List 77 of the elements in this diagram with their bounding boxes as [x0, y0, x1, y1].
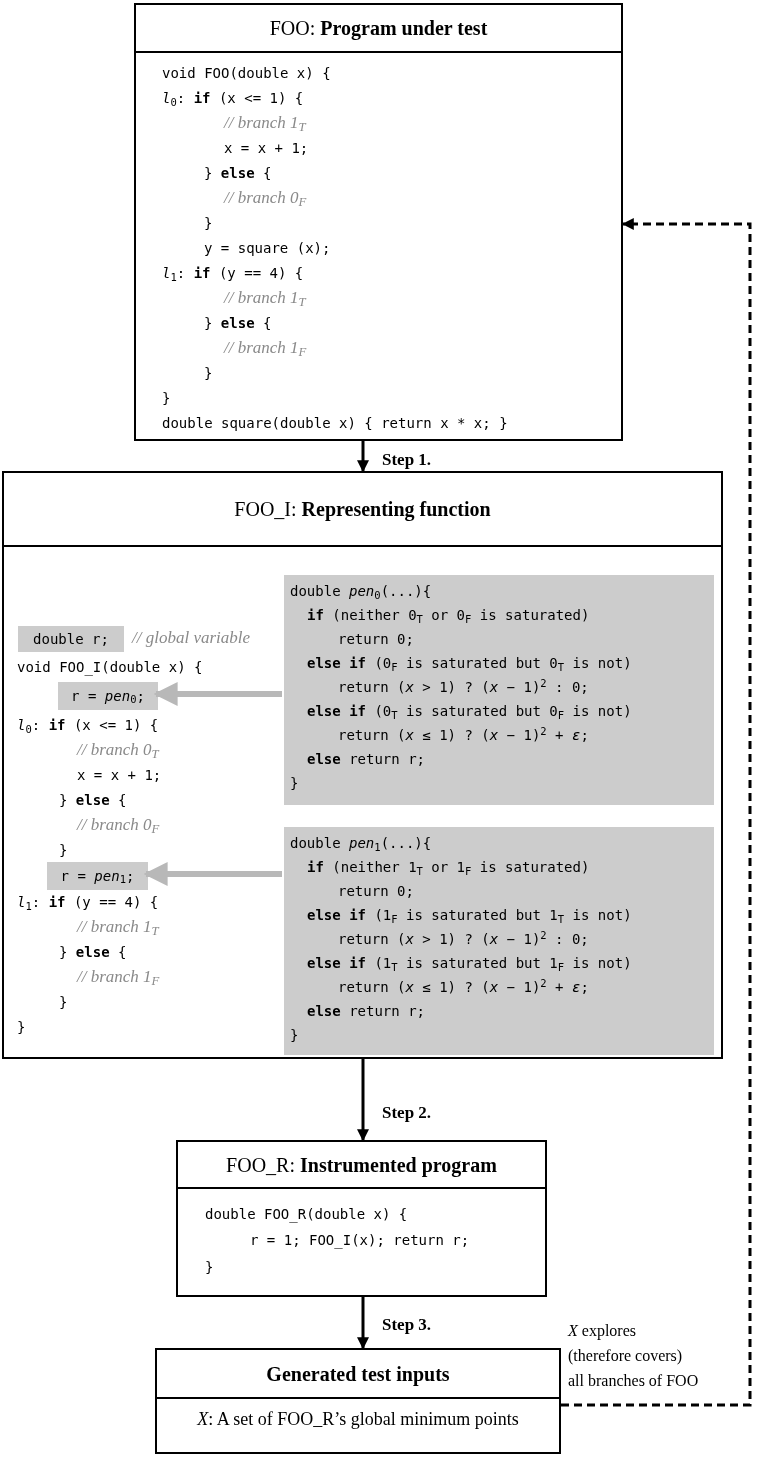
code-line: else return r;	[307, 1003, 425, 1019]
code-line: } else {	[204, 315, 272, 331]
code-comment: // branch 1$_{T}$	[77, 917, 159, 936]
program-box	[176, 1140, 547, 1297]
code-comment: // branch 0$_{F}$	[224, 188, 307, 207]
code-panel	[284, 827, 714, 1055]
code-line: }	[290, 775, 299, 791]
code-line: l$_{0}$: if (x <= 1) {	[162, 90, 304, 106]
edge-label: Step 3.	[382, 1314, 432, 1336]
arrow	[143, 862, 282, 886]
code-text: r = pen$_{1}$;	[60, 866, 135, 887]
code-line: else return r;	[307, 751, 425, 767]
code-line: void FOO(double x) {	[162, 65, 331, 81]
highlighted-code	[18, 626, 124, 652]
code-line: return (x > 1) ? (x − 1)$^{2}$ : 0;	[338, 931, 589, 947]
box-heading: FOO_R: Instrumented program	[226, 1152, 497, 1179]
code-line: }	[59, 994, 68, 1010]
box-heading: FOO_I: Representing function	[234, 497, 491, 523]
code-line: else if (0$_{F}$ is saturated but 0$_{T}$ is not)	[307, 655, 632, 671]
code-comment: // branch 1$_{T}$	[224, 288, 306, 307]
code-line: x = x + 1;	[77, 767, 162, 783]
code-line: } else {	[59, 792, 127, 808]
code-line: double pen$_{1}$(...){	[290, 835, 432, 851]
code-line: }	[204, 215, 213, 231]
code-line: }	[205, 1259, 214, 1275]
code-line: return (x ≤ 1) ? (x − 1)$^{2}$ + ε;	[338, 727, 589, 743]
box-heading: Generated test inputs	[266, 1361, 450, 1388]
code-line: }	[162, 390, 171, 406]
result-description: X: A set of FOO_R’s global minimum points	[197, 1409, 519, 1429]
code-line: else if (1$_{F}$ is saturated but 1$_{T}$ is not)	[307, 907, 632, 923]
code-comment: // global variable	[132, 628, 251, 647]
code-line: x = x + 1;	[224, 140, 309, 156]
code-line: } else {	[204, 165, 272, 181]
arrow	[153, 682, 282, 706]
dashed-arrow	[561, 218, 752, 1407]
code-line: }	[204, 365, 213, 381]
code-line: l$_{1}$: if (y == 4) {	[162, 265, 304, 281]
code-comment: // branch 1$_{F}$	[77, 967, 160, 986]
code-line: return 0;	[338, 631, 414, 647]
code-line: l$_{0}$: if (x <= 1) {	[17, 717, 159, 733]
code-line: return (x ≤ 1) ? (x − 1)$^{2}$ + ε;	[338, 979, 589, 995]
edge-label: X explores (therefore covers) all branches of FOO	[568, 1321, 700, 1391]
edge-label: Step 1.	[382, 449, 432, 471]
code-comment: // branch 1$_{F}$	[224, 338, 307, 357]
code-line: return (x > 1) ? (x − 1)$^{2}$ : 0;	[338, 679, 589, 695]
code-line: if (neither 0$_{T}$ or 0$_{F}$ is saturated)	[307, 607, 590, 623]
code-line: }	[290, 1027, 299, 1043]
code-line: else if (0$_{T}$ is saturated but 0$_{F}$ is not)	[307, 703, 632, 719]
code-line: if (neither 1$_{T}$ or 1$_{F}$ is saturated)	[307, 859, 590, 875]
code-line: double pen$_{0}$(...){	[290, 583, 432, 599]
code-comment: // branch 0$_{F}$	[77, 815, 160, 834]
code-line: }	[59, 842, 68, 858]
code-line: return 0;	[338, 883, 414, 899]
code-line: double square(double x) { return x * x; }	[162, 415, 508, 431]
code-line: y = square (x);	[204, 240, 331, 256]
code-text: r = pen$_{0}$;	[71, 686, 145, 707]
code-line: void FOO_I(double x) {	[17, 659, 203, 675]
code-comment: // branch 0$_{T}$	[77, 740, 159, 759]
result-box	[155, 1348, 561, 1454]
box-heading: FOO: Program under test	[269, 16, 488, 42]
edge-label: Step 2.	[382, 1102, 432, 1124]
code-line: r = 1; FOO_I(x); return r;	[250, 1232, 470, 1248]
arrow	[357, 441, 369, 473]
code-line: else if (1$_{T}$ is saturated but 1$_{F}$ is not)	[307, 955, 632, 971]
highlighted-code	[47, 862, 148, 890]
function-box	[2, 471, 723, 1059]
arrow	[357, 1059, 369, 1142]
code-line: } else {	[59, 944, 127, 960]
code-panel	[284, 575, 714, 805]
code-comment: // branch 1$_{T}$	[224, 113, 306, 132]
code-line: }	[17, 1019, 26, 1035]
code-line: l$_{1}$: if (y == 4) {	[17, 894, 159, 910]
code-line: double FOO_R(double x) {	[205, 1206, 408, 1222]
program-box	[134, 3, 623, 441]
arrow	[357, 1297, 369, 1350]
highlighted-code	[58, 682, 158, 710]
code-text: double r;	[33, 629, 109, 649]
